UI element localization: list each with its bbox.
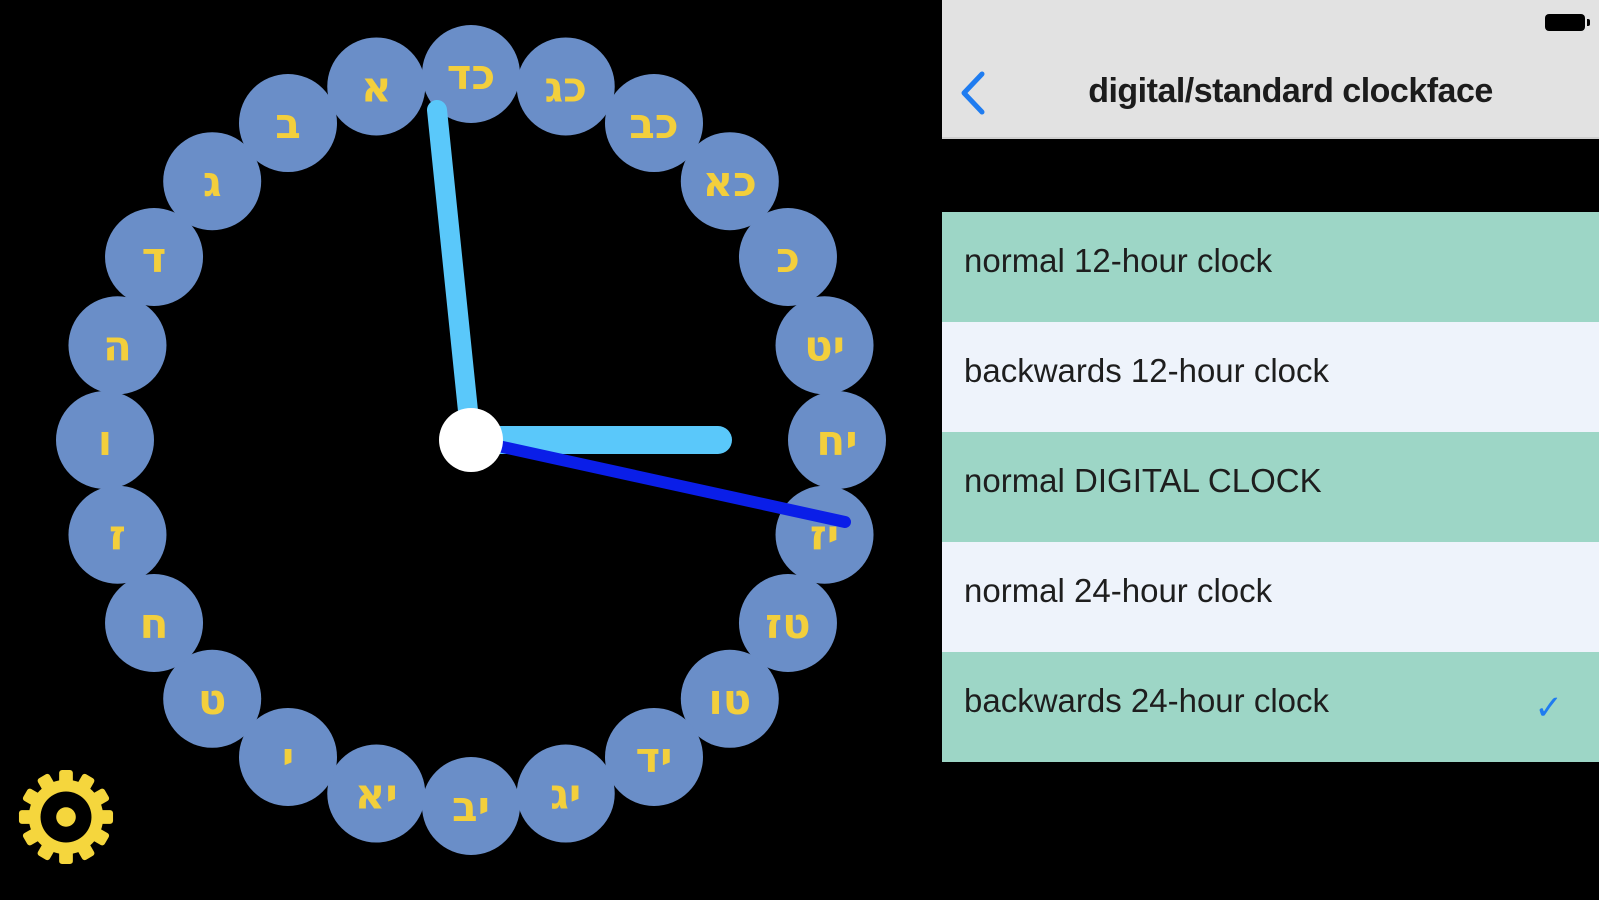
- option-label: backwards 24-hour clock: [964, 682, 1329, 719]
- clockface-settings-panel: digital/standard clockface normal 12-hou…: [942, 0, 1599, 900]
- option-label: normal 24-hour clock: [964, 572, 1273, 609]
- minute-hand: [427, 100, 481, 450]
- hour-marker: טו: [680, 649, 779, 748]
- hour-marker-bubble: [68, 485, 167, 584]
- option-row[interactable]: normal DIGITAL CLOCK: [942, 432, 1599, 542]
- hour-marker-label: ג: [203, 157, 222, 206]
- center-hub: [439, 408, 503, 472]
- option-row[interactable]: backwards 12-hour clock: [942, 322, 1599, 432]
- hour-marker-bubble: [327, 37, 426, 136]
- hour-marker: כא: [680, 132, 779, 231]
- hour-marker-label: ד: [142, 233, 167, 282]
- option-row[interactable]: normal 12-hour clock: [942, 212, 1599, 322]
- hour-marker-bubble: [788, 391, 886, 489]
- hour-marker: א: [327, 37, 426, 136]
- navigation-bar: digital/standard clockface: [942, 0, 1599, 139]
- option-label: backwards 12-hour clock: [964, 352, 1329, 389]
- hour-marker: כג: [516, 37, 615, 136]
- hour-marker-bubble: [680, 649, 779, 748]
- option-row[interactable]: normal 24-hour clock: [942, 542, 1599, 652]
- hour-marker: ב: [239, 74, 337, 173]
- hour-marker-bubble: [239, 74, 337, 173]
- hour-marker-bubble: [56, 391, 154, 489]
- hour-marker: כד: [422, 25, 520, 123]
- hour-marker: יט: [775, 296, 874, 395]
- hour-marker-label: טו: [708, 675, 751, 724]
- hour-marker-label: ט: [198, 675, 227, 724]
- hour-marker-bubble: [738, 574, 837, 672]
- hour-marker-bubble: [605, 707, 703, 806]
- hour-marker: יא: [327, 744, 426, 843]
- chevron-left-icon[interactable]: [958, 68, 990, 118]
- hour-marker-label: יב: [452, 782, 490, 831]
- hour-marker-bubble: [605, 74, 703, 173]
- hour-marker: יז: [775, 485, 874, 584]
- hour-marker-label: כ: [776, 233, 800, 282]
- hour-marker: ח: [105, 574, 204, 672]
- hour-marker-bubble: [422, 25, 520, 123]
- hour-marker-label: א: [361, 62, 392, 111]
- hour-marker: ה: [68, 296, 167, 395]
- hour-marker: יד: [605, 707, 703, 806]
- hour-marker-label: כד: [447, 50, 495, 99]
- hour-marker-bubble: [775, 296, 874, 395]
- hour-marker-label: כב: [629, 99, 678, 148]
- hour-marker-bubble: [516, 744, 615, 843]
- hour-marker-label: ב: [275, 99, 301, 148]
- clockface-options-list: normal 12-hour clock backwards 12-hour cl…: [942, 212, 1599, 762]
- hour-marker: יב: [422, 757, 520, 855]
- hour-marker-label: ו: [98, 416, 112, 465]
- gear-icon[interactable]: [17, 768, 115, 866]
- hour-marker-label: ז: [109, 511, 126, 560]
- hour-marker-label: יח: [816, 416, 857, 465]
- page-title: digital/standard clockface: [1088, 72, 1493, 110]
- hour-marker: ו: [56, 391, 154, 489]
- hour-marker-bubble: [680, 132, 779, 231]
- hour-marker: כב: [605, 74, 703, 173]
- hour-marker-label: יא: [355, 770, 398, 819]
- hour-marker-bubble: [105, 574, 204, 672]
- hour-marker-label: טז: [765, 599, 810, 648]
- hour-marker-label: כג: [544, 62, 587, 111]
- hour-marker-label: יג: [550, 770, 581, 819]
- checkmark-icon: ✓: [1534, 689, 1564, 727]
- hour-marker: יח: [788, 391, 886, 489]
- hour-marker: ד: [105, 208, 204, 306]
- hour-marker-bubble: [105, 208, 204, 306]
- hour-marker: ג: [163, 132, 262, 231]
- hour-marker-label: י: [282, 733, 294, 782]
- hour-marker-bubble: [163, 649, 262, 748]
- option-label: normal 12-hour clock: [964, 242, 1273, 279]
- hour-marker: ז: [68, 485, 167, 584]
- option-label: normal DIGITAL CLOCK: [964, 462, 1322, 499]
- hour-marker: כ: [738, 208, 837, 306]
- option-row[interactable]: backwards 24-hour clock ✓: [942, 652, 1599, 762]
- battery-icon: [1545, 14, 1590, 31]
- hour-marker-bubble: [516, 37, 615, 136]
- hour-marker-bubble: [239, 707, 337, 806]
- hour-marker-label: ח: [140, 599, 169, 648]
- hour-marker: ט: [163, 649, 262, 748]
- hour-marker-label: ה: [103, 321, 132, 370]
- hour-marker: י: [239, 707, 337, 806]
- hour-marker-label: יט: [804, 321, 845, 370]
- hour-marker: יג: [516, 744, 615, 843]
- hour-marker-bubble: [738, 208, 837, 306]
- hour-marker-bubble: [163, 132, 262, 231]
- hour-marker: טז: [738, 574, 837, 672]
- hour-marker-bubble: [422, 757, 520, 855]
- hour-marker-label: יד: [635, 733, 672, 782]
- hour-marker-bubble: [68, 296, 167, 395]
- hour-marker-bubble: [327, 744, 426, 843]
- hour-marker-label: כא: [703, 157, 757, 206]
- second-hand: [465, 434, 851, 528]
